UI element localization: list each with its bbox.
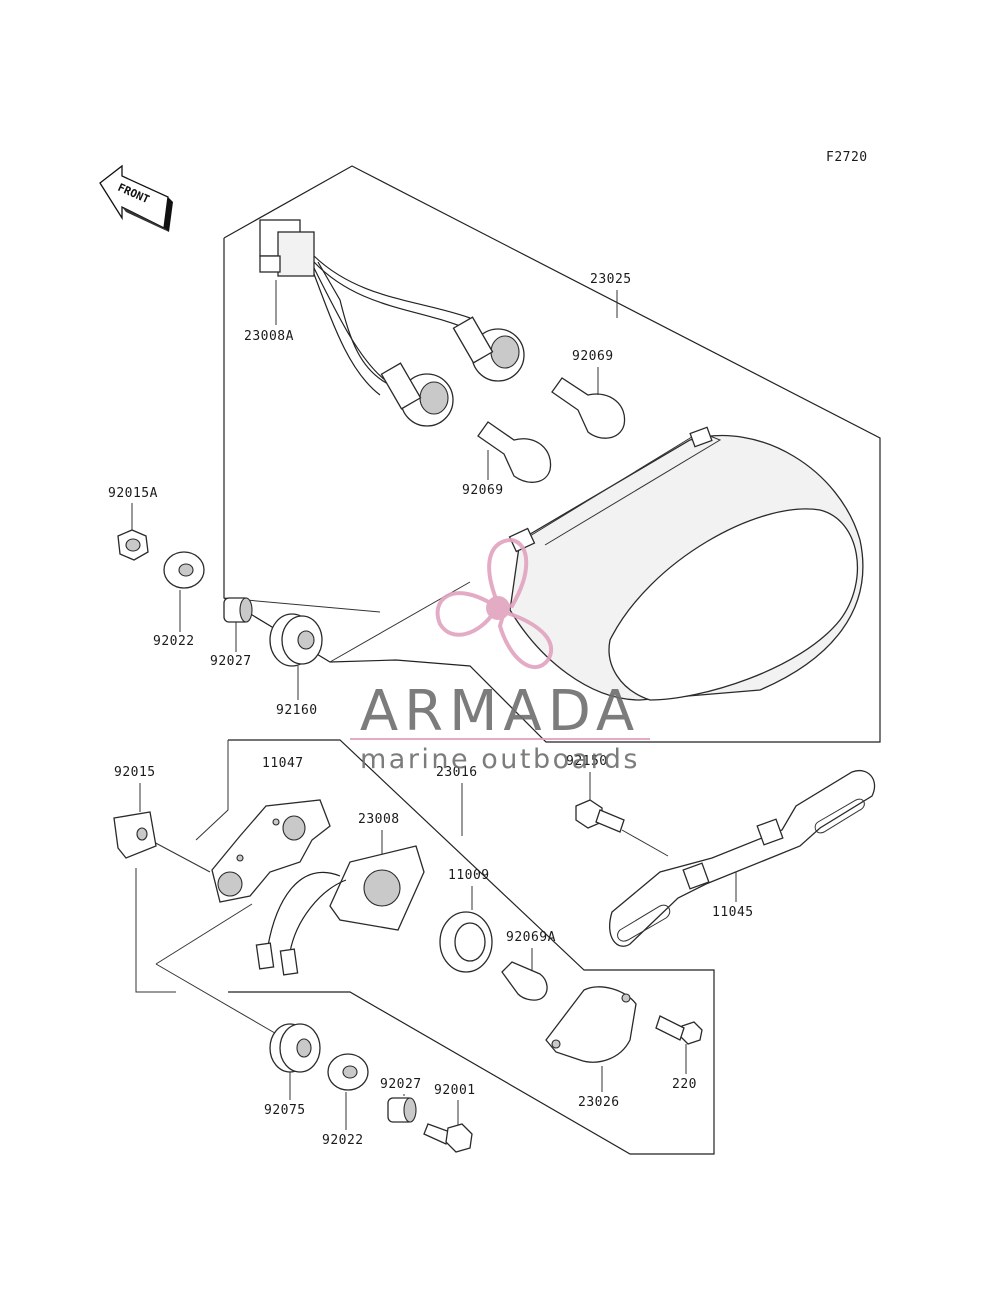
leader-line — [135, 868, 176, 993]
lamp-socket-23008 — [255, 845, 425, 976]
label-23008A: 23008A — [244, 329, 294, 344]
label-23016: 23016 — [436, 765, 478, 780]
label-11009: 11009 — [448, 868, 490, 883]
label-92069-upper: 92069 — [572, 349, 614, 364]
leader-line — [155, 963, 281, 1037]
label-92022-lower: 92022 — [322, 1133, 364, 1148]
label-92027-lower: 92027 — [380, 1077, 422, 1092]
watermark-brand: ARMADA — [360, 679, 640, 744]
watermark: ARMADA marine outboards — [350, 537, 650, 775]
label-11047: 11047 — [262, 756, 304, 771]
tail-lamp-lens — [508, 426, 864, 701]
label-23025: 23025 — [590, 272, 632, 287]
screw-220 — [655, 1015, 703, 1045]
label-92027-upper: 92027 — [210, 654, 252, 669]
bulb-92069A — [501, 961, 548, 1001]
watermark-tagline: marine outboards — [360, 744, 640, 775]
grommet-92160 — [269, 613, 323, 667]
bracket-11045 — [609, 770, 876, 947]
bulb-upper — [551, 377, 626, 439]
label-92150: 92150 — [566, 754, 608, 769]
washer-92022-lower — [327, 1053, 369, 1091]
label-92160: 92160 — [276, 703, 318, 718]
label-92075: 92075 — [264, 1103, 306, 1118]
leader-line — [149, 839, 211, 873]
label-92015A: 92015A — [108, 486, 158, 501]
figure-code: F2720 — [826, 150, 868, 165]
label-92022-upper: 92022 — [153, 634, 195, 649]
leader-line — [621, 829, 669, 857]
nut-92015A — [117, 529, 149, 561]
bracket-11047 — [211, 799, 331, 903]
bolt-92001 — [423, 1123, 473, 1153]
grommet-92075 — [269, 1023, 321, 1073]
wiring-harness-connector — [259, 219, 525, 427]
lens-cover-23026 — [545, 986, 637, 1063]
label-92015: 92015 — [114, 765, 156, 780]
leader-line — [155, 903, 253, 965]
front-arrow-icon: FRONT — [99, 164, 173, 232]
label-23008: 23008 — [358, 812, 400, 827]
bulb-lower — [477, 421, 552, 483]
label-11045: 11045 — [712, 905, 754, 920]
bolt-92150 — [575, 799, 625, 833]
collar-92027-upper — [223, 597, 253, 623]
gasket-11009 — [439, 911, 493, 973]
label-220: 220 — [672, 1077, 697, 1092]
label-92069-lower: 92069 — [462, 483, 504, 498]
label-23026: 23026 — [578, 1095, 620, 1110]
label-92069A: 92069A — [506, 930, 556, 945]
washer-92022-upper — [163, 551, 205, 589]
collar-92027-lower — [387, 1097, 417, 1123]
assembly-outline-inner — [195, 740, 229, 841]
assembly-outline-lower — [228, 739, 715, 1155]
label-92001: 92001 — [434, 1083, 476, 1098]
propeller-logo-icon — [435, 537, 554, 670]
clip-92015 — [113, 811, 157, 859]
